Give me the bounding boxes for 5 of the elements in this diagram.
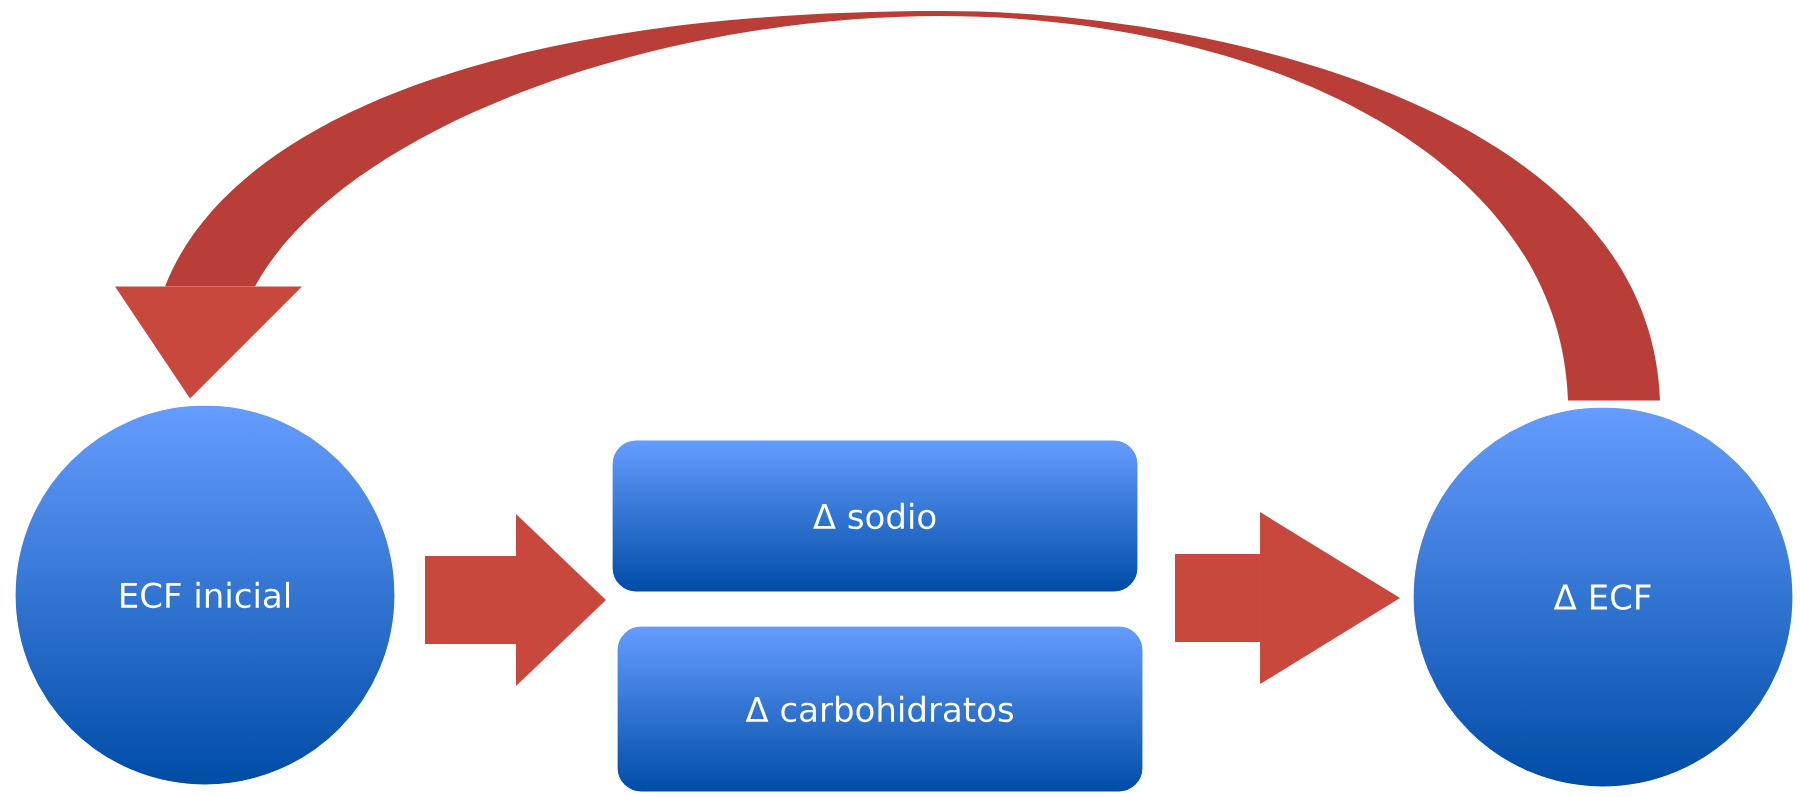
block-arrow	[1175, 512, 1400, 684]
block-arrow	[425, 514, 606, 686]
rounded-box: Δ carbohidratos	[616, 625, 1144, 793]
curved-arrow	[115, 11, 1661, 401]
rounded-box: Δ sodio	[611, 439, 1139, 593]
